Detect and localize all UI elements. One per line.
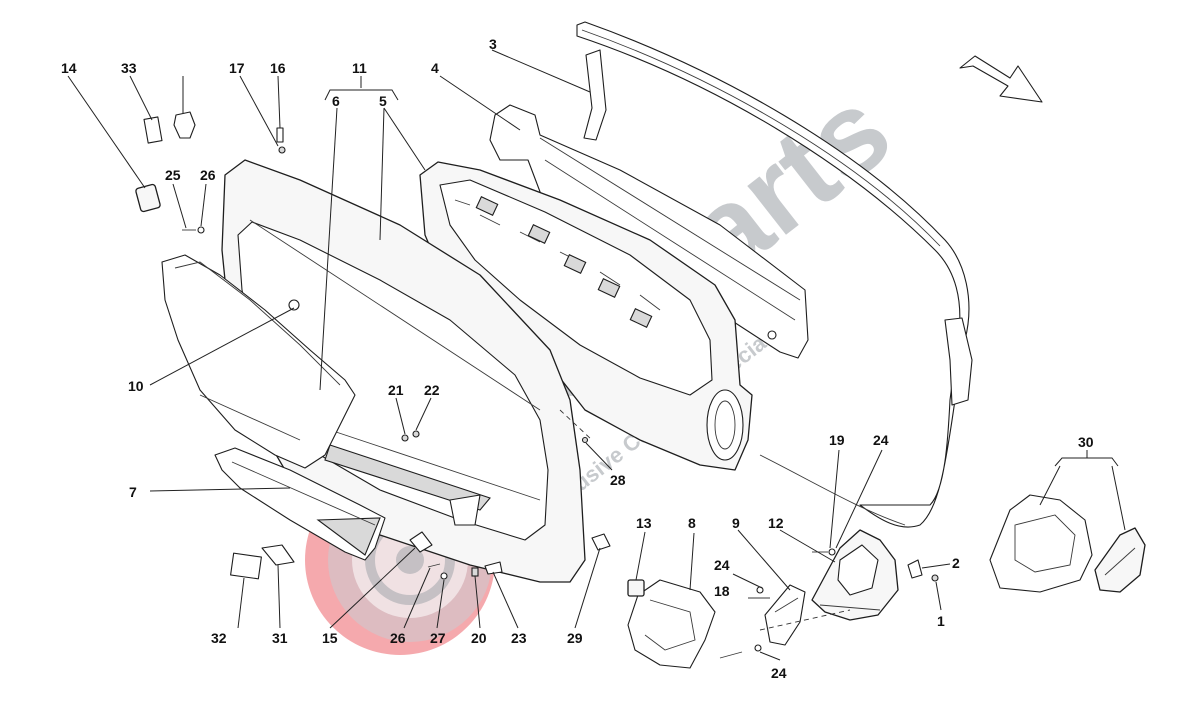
part-28-clip	[591, 533, 611, 551]
part-1-screw	[931, 574, 939, 582]
part-18b-screw	[719, 651, 743, 659]
callout-27: 28	[610, 472, 626, 488]
callout-28: 29	[567, 630, 583, 646]
callout-13: 13	[636, 515, 652, 531]
part-20-clip	[471, 567, 479, 577]
callout-20: 20	[471, 630, 487, 646]
callout-8: 8	[688, 515, 696, 531]
callout-10: 10	[128, 378, 144, 394]
part-26-washer	[197, 226, 205, 234]
window-seal-part-3	[576, 21, 973, 528]
part-23-clip	[484, 561, 503, 575]
callout-24-top: 24	[873, 432, 889, 448]
callout-26-bottom: 27	[430, 630, 446, 646]
part-24a-washer	[828, 548, 836, 556]
part-15-switch	[409, 531, 433, 553]
callout-30: 31	[272, 630, 288, 646]
callout-25-bottom: 26	[390, 630, 406, 646]
callout-14: 14	[61, 60, 77, 76]
part-32-clip	[143, 116, 163, 144]
cover-part-29	[989, 494, 1146, 593]
part-27-clip	[581, 436, 589, 444]
part-16-pin	[276, 127, 284, 143]
armrest-panel-part-10	[161, 254, 356, 469]
callout-23: 23	[511, 630, 527, 646]
part-24b-washer	[756, 586, 764, 594]
storage-pocket-part-7	[214, 447, 386, 561]
callout-17: 17	[229, 60, 245, 76]
part-24c-washer	[754, 644, 762, 652]
callout-24-bottom: 24	[771, 665, 787, 681]
callout-22: 22	[424, 382, 440, 398]
part-26b-washer	[440, 572, 448, 580]
callout-32: 33	[121, 60, 137, 76]
part-31-connector	[230, 552, 262, 580]
part-14-clip	[135, 183, 161, 213]
callout-labels: 14 33 17 16 11 6 5 3 4 25 26 10 7 21 22 …	[61, 36, 1094, 681]
callout-21: 21	[388, 382, 404, 398]
callout-15: 15	[322, 630, 338, 646]
part-33-cap	[173, 111, 196, 139]
callout-6: 6	[332, 93, 340, 109]
callout-11: 11	[352, 60, 367, 76]
part-21-clip	[401, 434, 409, 442]
callout-19: 19	[829, 432, 845, 448]
callout-7: 7	[129, 484, 137, 500]
callout-3: 3	[489, 36, 497, 52]
callout-12: 12	[768, 515, 784, 531]
callout-18: 18	[714, 583, 730, 599]
callout-9: 9	[732, 515, 740, 531]
callout-31: 32	[211, 630, 227, 646]
part-13-clip	[627, 579, 645, 597]
part-2-clip	[907, 559, 923, 579]
callout-29: 30	[1078, 434, 1094, 450]
direction-arrow-icon	[959, 55, 1043, 103]
callout-1: 1	[937, 613, 945, 629]
bracket-part-9	[764, 584, 806, 646]
lower-cover-part-8	[627, 579, 716, 669]
part-25b-screw	[427, 563, 441, 568]
callout-5: 5	[379, 93, 387, 109]
part-30-clip	[261, 544, 295, 566]
small-parts	[135, 111, 939, 659]
upper-trim-part-4	[489, 104, 809, 359]
part-22-clip	[412, 430, 420, 438]
callout-2: 2	[952, 555, 960, 571]
mechanism-part-12	[811, 529, 899, 621]
callout-25-top: 25	[165, 167, 181, 183]
callout-24-mid: 24	[714, 557, 730, 573]
leader-lines	[67, 49, 1126, 661]
callout-16: 16	[270, 60, 286, 76]
callout-26-top: 26	[200, 167, 216, 183]
callout-4: 4	[431, 60, 439, 76]
part-17-nut	[278, 146, 286, 154]
door-carrier-part-5	[419, 161, 753, 471]
door-trim-part-6	[221, 159, 586, 583]
